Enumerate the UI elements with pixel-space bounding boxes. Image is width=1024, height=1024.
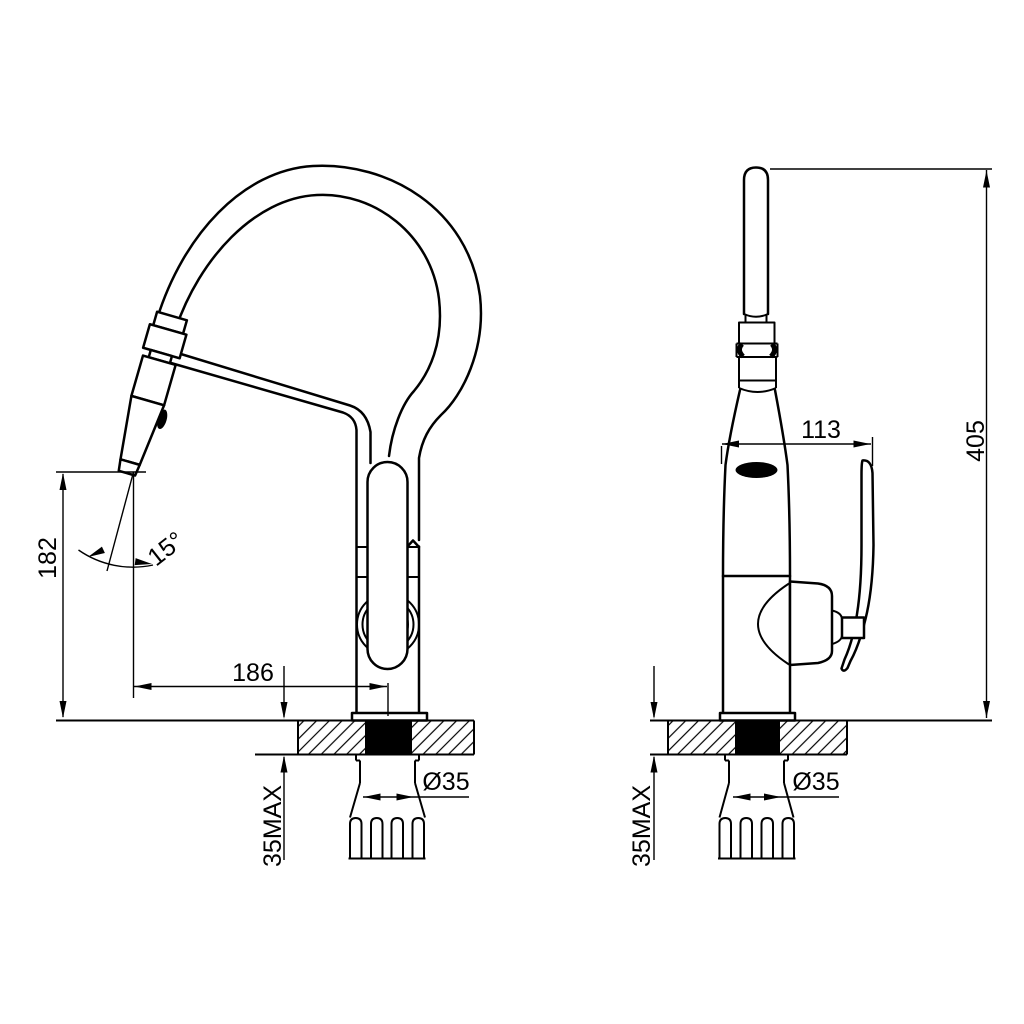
- hose-loop: [155, 164, 483, 542]
- mounting-hole: [365, 720, 412, 755]
- dim-35max-right-label: 35MAX: [628, 785, 656, 867]
- dim-dia35-right-label: Ø35: [792, 768, 839, 796]
- spout-outlet: [735, 462, 778, 478]
- coupling-ring: [735, 342, 779, 359]
- left-view-side: 182 15° 186: [34, 164, 483, 867]
- spray-head: [117, 310, 189, 477]
- hose-tube-front: [735, 166, 779, 393]
- dim-405-label: 405: [962, 420, 990, 462]
- dim-15deg-label: 15°: [142, 526, 189, 571]
- dimension-186: 186: [134, 659, 389, 716]
- base-flange-front: [718, 711, 797, 722]
- dimension-15deg: 15°: [78, 471, 190, 698]
- handle-capsule: [366, 460, 409, 671]
- dimension-182: 182: [34, 471, 146, 718]
- countertop-section: [56, 719, 475, 756]
- mounting-shank-nut: [348, 754, 426, 860]
- dimension-dia35-right: Ø35: [733, 768, 840, 801]
- mounting-shank-nut-front: [718, 754, 796, 860]
- mounting-hole-front: [735, 720, 780, 755]
- dim-186-label: 186: [232, 659, 274, 687]
- spout-front: [721, 388, 792, 578]
- dim-dia35-left-label: Ø35: [422, 768, 469, 796]
- dimension-35max-left: 35MAX: [259, 666, 288, 867]
- dim-35max-left-label: 35MAX: [259, 785, 287, 867]
- dimension-405: 405: [770, 168, 992, 718]
- right-view-front: 113 405 35MAX Ø35: [628, 166, 992, 867]
- countertop-section-front: [650, 719, 992, 756]
- faucet-body-front: [721, 574, 834, 715]
- lever-handle: [831, 459, 875, 672]
- dimension-35max-right: 35MAX: [628, 666, 658, 867]
- dim-113-label: 113: [801, 416, 841, 444]
- base-flange: [350, 711, 429, 722]
- handle-stem: [840, 616, 866, 640]
- dim-182-label: 182: [34, 537, 62, 579]
- dimension-113: 113: [720, 416, 874, 466]
- dimension-dia35-left: Ø35: [363, 768, 470, 801]
